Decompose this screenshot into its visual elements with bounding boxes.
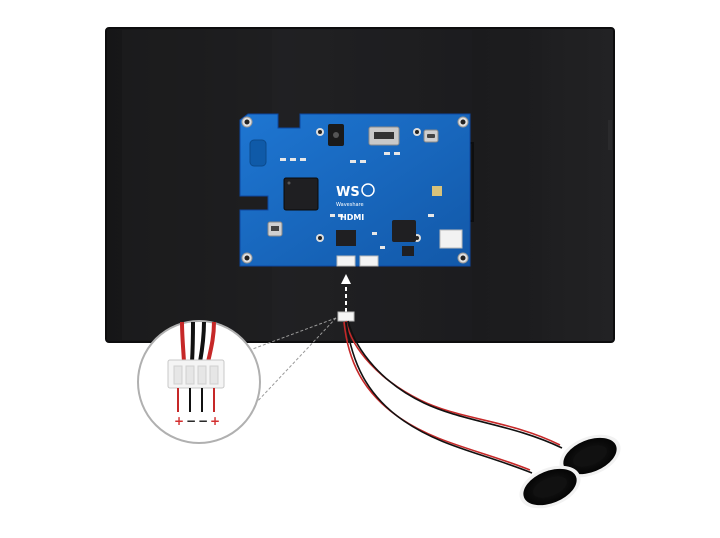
speaker-left [519, 465, 581, 509]
insert-arrow [341, 274, 351, 312]
main-chip [283, 177, 319, 211]
speaker-connector-board [336, 255, 379, 267]
zoom-connector [167, 359, 225, 389]
usb-c-port [423, 129, 439, 143]
pin-mark-3: − [198, 414, 208, 428]
audio-jack [328, 124, 344, 146]
hdmi-port [368, 126, 400, 146]
cable-plug [337, 311, 355, 322]
zoom-pins [177, 388, 215, 412]
pin-mark-4: + [210, 414, 220, 428]
speaker-right [559, 434, 621, 478]
secondary-chip [392, 220, 416, 242]
usb-port-left [267, 221, 283, 237]
smd-components [280, 152, 463, 249]
waveshare-logo: WS Waveshare [336, 183, 375, 208]
svg-text:WS: WS [336, 185, 360, 200]
hdmi-label: HDMI [340, 213, 364, 222]
connector-zoom-callout: + − − + [137, 317, 337, 444]
speaker-wires [343, 320, 563, 474]
small-chip [249, 139, 442, 256]
zoom-wires [180, 321, 216, 363]
svg-text:Waveshare: Waveshare [336, 202, 364, 208]
pin-mark-2: − [186, 414, 196, 428]
driver-board: WS Waveshare HDMI [239, 113, 471, 267]
mounting-holes [241, 116, 469, 264]
pin-mark-1: + [174, 414, 184, 428]
